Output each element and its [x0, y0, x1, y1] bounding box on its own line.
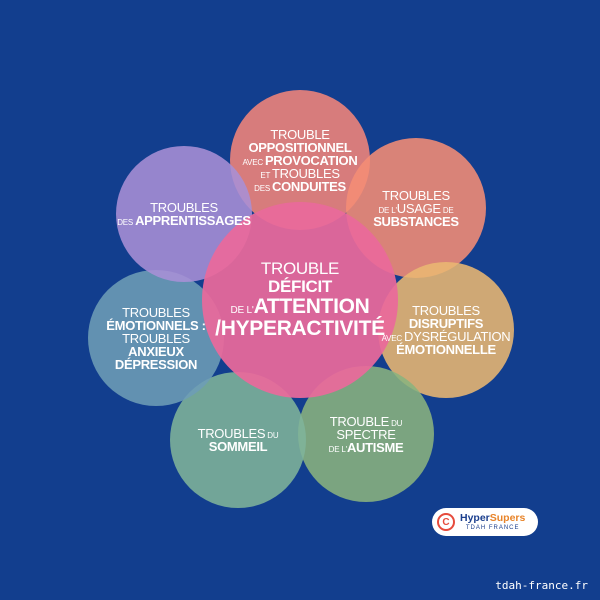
label-text: PROVOCATION — [264, 152, 358, 168]
label-line: DE L'ATTENTION — [230, 294, 370, 318]
hypersupers-logo: C HyperSupers TDAH FRANCE — [432, 508, 538, 536]
label-text: DYSRÉGULATION — [404, 329, 511, 344]
label-text: DISRUPTIFS — [408, 316, 484, 331]
label-text: AVEC — [242, 157, 265, 167]
label-text: TROUBLE — [329, 413, 390, 429]
label-text: TROUBLES — [122, 304, 190, 320]
label-line: TROUBLES — [382, 189, 450, 202]
label-text: DE L' — [328, 444, 348, 454]
label-text: SUBSTANCES — [373, 213, 459, 229]
label-line: TROUBLES — [122, 306, 190, 319]
label-line: DÉPRESSION — [114, 356, 198, 372]
logo-brand: HyperSupers — [460, 511, 526, 524]
label-line: AVEC PROVOCATION — [243, 154, 358, 167]
logo-subtitle: TDAH FRANCE — [465, 525, 520, 532]
center-circle — [202, 202, 398, 398]
label-text: DÉFICIT — [267, 276, 332, 296]
label-line: DE L'AUTISME — [329, 441, 404, 454]
label-text: AVEC — [381, 334, 405, 343]
label-line: /HYPERACTIVITÉ — [215, 316, 385, 340]
label-text: ET — [260, 170, 273, 180]
label-text: TROUBLES — [412, 303, 480, 318]
label-text: AUTISME — [346, 439, 404, 455]
label-text: SOMMEIL — [208, 439, 268, 454]
label-text: DÉPRESSION — [114, 356, 198, 372]
label-text: TROUBLES — [150, 200, 218, 215]
label-line: DE L'USAGE DE — [378, 202, 453, 215]
label-line: TROUBLE — [270, 126, 330, 142]
label-line: TROUBLES DU — [198, 427, 279, 440]
label-line: TROUBLES — [412, 304, 480, 317]
label-text: TROUBLES — [272, 165, 340, 181]
label-line: DISRUPTIFS — [408, 316, 484, 331]
label-line: DÉFICIT — [268, 278, 332, 296]
label-text: USAGE — [396, 200, 441, 216]
label-text: ÉMOTIONNELS : — [106, 317, 206, 333]
label-line: TROUBLES — [150, 201, 218, 214]
label-text: TROUBLE — [270, 126, 330, 142]
label-line: ÉMOTIONNELS : — [106, 317, 206, 333]
label-line: TROUBLE — [260, 259, 340, 279]
logo-mark-icon: C — [437, 513, 455, 531]
label-line: TROUBLE DU — [330, 415, 403, 428]
label-text: DE — [440, 205, 454, 215]
label-text: ÉMOTIONNELLE — [396, 342, 496, 357]
label-text: TROUBLES — [197, 426, 266, 441]
label-text: TROUBLE — [260, 259, 340, 279]
label-line: ÉMOTIONNELLE — [396, 343, 496, 356]
label-text: DE L' — [230, 304, 254, 316]
logo-text: HyperSupers TDAH FRANCE — [460, 513, 525, 532]
label-text: ANXIEUX — [128, 343, 184, 359]
label-text: ATTENTION — [253, 294, 370, 318]
label-text: APPRENTISSAGES — [135, 213, 251, 228]
label-text: DE L' — [378, 205, 397, 215]
label-line: DES APPRENTISSAGES — [117, 214, 251, 227]
site-url: tdah-france.fr — [495, 579, 588, 592]
label-text: OPPOSITIONNEL — [248, 139, 352, 155]
bubble-emotionnels-circle — [88, 270, 224, 406]
label-text: CONDUITES — [272, 178, 346, 194]
label-text: DU — [389, 418, 403, 428]
label-text: TROUBLES — [122, 330, 190, 346]
label-line: DES CONDUITES — [254, 180, 346, 193]
label-line: SPECTRE — [336, 426, 396, 442]
label-line: TROUBLES — [122, 332, 190, 345]
label-text: DES — [254, 183, 272, 193]
label-line: SUBSTANCES — [373, 215, 459, 228]
label-text: DES — [117, 218, 136, 227]
label-line: SOMMEIL — [209, 440, 268, 453]
label-text: /HYPERACTIVITÉ — [215, 316, 385, 340]
label-text: DU — [265, 431, 279, 440]
label-line: OPPOSITIONNEL — [248, 141, 351, 154]
label-line: ANXIEUX — [128, 345, 184, 358]
label-text: TROUBLES — [382, 187, 450, 203]
label-line: ET TROUBLES — [260, 165, 340, 181]
label-text: SPECTRE — [336, 426, 396, 442]
label-line: AVEC DYSRÉGULATION — [382, 330, 511, 343]
